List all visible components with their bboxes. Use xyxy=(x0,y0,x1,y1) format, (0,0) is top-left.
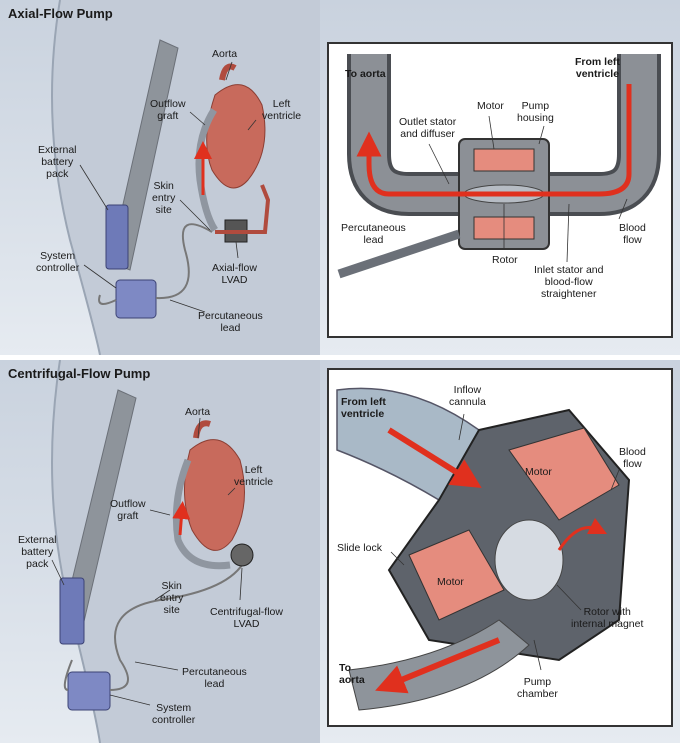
inset-label-outlet-stator: Outlet stator and diffuser xyxy=(399,116,457,140)
inset-label-inflow-cannula: Inflow cannula xyxy=(449,384,486,408)
label-system-controller: System controller xyxy=(152,702,196,726)
inset-label-slide-lock: Slide lock xyxy=(337,542,382,554)
label-skin-entry: Skin entry site xyxy=(152,180,176,216)
label-left-ventricle: Left ventricle xyxy=(262,98,302,122)
percutaneous-lead-cable xyxy=(155,223,213,300)
controller-cable xyxy=(63,659,73,691)
inset-label-pump-housing: Pump housing xyxy=(517,100,554,124)
rotor-shape xyxy=(494,519,564,601)
outflow-graft-tube xyxy=(172,458,231,570)
inset-label-inlet-stator: Inlet stator and blood-flow straightener xyxy=(534,264,604,300)
label-centrifugal-lvad: Centrifugal-flow LVAD xyxy=(210,606,283,630)
centrifugal-flow-panel: Centrifugal-Flow Pump Aorta Left ventric… xyxy=(0,360,680,743)
motor-bottom-shape xyxy=(408,529,505,621)
inset-label-rotor: Rotor with internal magnet xyxy=(571,606,644,630)
system-controller-box xyxy=(67,671,111,711)
inset-label-from-lv: From left ventricle xyxy=(575,56,620,80)
centrifugal-pump-body xyxy=(230,543,254,567)
label-outflow-graft: Outflow graft xyxy=(150,98,186,122)
centrifugal-panel-title: Centrifugal-Flow Pump xyxy=(8,366,151,381)
label-skin-entry: Skin entry site xyxy=(160,580,184,616)
aorta-vessel xyxy=(193,420,211,439)
flow-path-arrow xyxy=(356,84,632,197)
axial-panel-title: Axial-Flow Pump xyxy=(8,6,113,21)
inset-label-to-aorta: To aorta xyxy=(339,662,365,686)
inset-label-motor: Motor xyxy=(477,100,504,112)
inset-label-motor-top: Motor xyxy=(525,466,552,478)
inflow-arrow xyxy=(387,427,482,488)
aorta-vessel xyxy=(219,63,237,81)
inset-label-blood-flow: Blood flow xyxy=(619,222,646,246)
outflow-arrow xyxy=(375,637,501,694)
inset-label-pump-chamber: Pump chamber xyxy=(517,676,558,700)
inset-label-rotor: Rotor xyxy=(492,254,518,266)
motor-top-shape xyxy=(473,148,535,172)
inset-label-percutaneous: Percutaneous lead xyxy=(341,222,406,246)
label-percutaneous-lead: Percutaneous lead xyxy=(198,310,263,334)
label-left-ventricle: Left ventricle xyxy=(234,464,274,488)
label-percutaneous-lead: Percutaneous lead xyxy=(182,666,247,690)
label-axial-lvad: Axial-flow LVAD xyxy=(212,262,257,286)
panel-divider xyxy=(0,355,680,360)
system-controller-box xyxy=(115,279,157,319)
axial-pump-cutaway xyxy=(337,54,661,279)
axial-pump-inset: To aorta From left ventricle Motor Pump … xyxy=(327,42,673,338)
label-aorta: Aorta xyxy=(185,406,211,418)
battery-pack xyxy=(59,577,85,645)
controller-cable xyxy=(98,294,117,305)
inset-label-blood-flow: Blood flow xyxy=(619,446,646,470)
outflow-graft-tube xyxy=(195,108,218,232)
centrifugal-body-illustration xyxy=(51,360,320,743)
motor-top-shape xyxy=(508,427,620,521)
axial-flow-panel: Axial-Flow Pump Aorta Outflow graft Left… xyxy=(0,0,680,355)
label-aorta: Aorta xyxy=(212,48,238,60)
rotor-flow-arrow xyxy=(557,517,608,551)
percutaneous-lead-shape xyxy=(337,229,461,279)
centrifugal-pump-cutaway xyxy=(336,387,631,711)
inset-label-to-aorta: To aorta xyxy=(345,68,386,80)
inflow-cannula xyxy=(215,184,271,234)
inset-label-motor-bottom: Motor xyxy=(437,576,464,588)
torso-shape xyxy=(52,0,320,355)
centrifugal-pump-inset: From left ventricle Inflow cannula Motor… xyxy=(327,368,673,727)
axial-body-illustration xyxy=(51,0,320,355)
percutaneous-lead-cable xyxy=(109,559,246,691)
label-external-battery: External battery pack xyxy=(18,534,57,570)
battery-pack xyxy=(105,204,129,270)
label-outflow-graft: Outflow graft xyxy=(110,498,146,522)
flow-arrow xyxy=(172,501,191,536)
torso-outline xyxy=(51,0,101,355)
label-system-controller: System controller xyxy=(36,250,80,274)
inset-label-from-lv: From left ventricle xyxy=(341,396,386,420)
label-external-battery: External battery pack xyxy=(38,144,77,180)
